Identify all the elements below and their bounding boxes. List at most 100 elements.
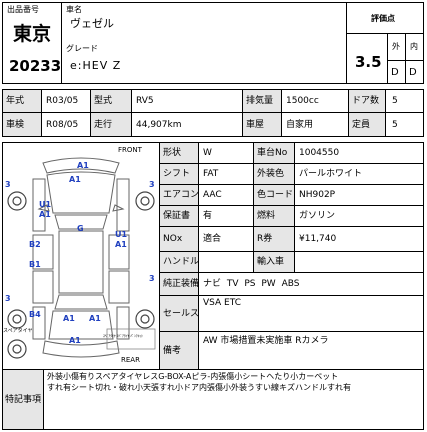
grade-value: e:HEV Z: [70, 59, 122, 72]
year-value: R03/05: [46, 96, 79, 106]
mileage-value: 44,907km: [136, 120, 182, 130]
doors-value: 5: [392, 96, 398, 106]
sales-label-cell: セールス: [159, 295, 199, 332]
ac-value: AAC: [203, 190, 222, 200]
capacity-label-cell: 定員: [348, 112, 386, 137]
shift-label-cell: シフト: [159, 163, 199, 185]
location-cell: 出品番号 東京 20233: [2, 2, 62, 84]
mark-3-top-right: 3: [149, 180, 155, 189]
type-cell: RV5: [131, 89, 243, 113]
year-label: 年式: [6, 96, 25, 106]
handle-label-cell: ハンドル: [159, 251, 199, 273]
year-label-cell: 年式: [2, 89, 42, 113]
mark-a1-rear-right: A1: [89, 314, 101, 323]
ac-label: エアコン: [163, 190, 200, 200]
inspection-cell: R08/05: [41, 112, 91, 137]
color-code-label-cell: 色コード: [253, 184, 295, 206]
usage-label: 車屋: [246, 120, 265, 130]
handle-label: ハンドル: [163, 257, 200, 267]
shape-cell: W: [198, 142, 254, 164]
model-label: 車名: [66, 5, 82, 14]
doors-cell: 5: [385, 89, 424, 113]
interior-label: 内: [410, 42, 418, 51]
interior-grade: D: [409, 67, 417, 78]
mark-a1-front: A1: [69, 175, 81, 184]
equipment-cell: ナビ TV PS PW ABS: [198, 272, 424, 296]
notes-label-cell: 備考: [159, 331, 199, 370]
sales-label: セールス: [163, 309, 200, 319]
tax-label: R券: [257, 234, 273, 244]
import-cell: [294, 251, 424, 273]
usage-label-cell: 車屋: [242, 112, 282, 137]
doors-label: ドア数: [352, 96, 380, 106]
shift-cell: FAT: [198, 163, 254, 185]
mark-b1-left: B1: [29, 260, 41, 269]
tax-label-cell: R券: [253, 226, 295, 252]
mark-u1-left: U1: [39, 200, 52, 209]
fuel-cell: ガソリン: [294, 205, 424, 227]
displacement-cell: 1500cc: [281, 89, 349, 113]
color-code-label: 色コード: [257, 190, 294, 200]
color-label: 外装色: [257, 169, 285, 179]
displacement-label-cell: 排気量: [242, 89, 282, 113]
warranty-label-cell: 保証書: [159, 205, 199, 227]
handle-cell: [198, 251, 254, 273]
color-cell: パールホワイト: [294, 163, 424, 185]
capacity-cell: 5: [385, 112, 424, 137]
mileage-cell: 44,907km: [131, 112, 243, 137]
remarks-line-2: すれ有シート切れ・破れ小天張すれ小ドア内張傷小外装うすい線キズハンドルすれ有: [47, 383, 351, 392]
score-label: 評価点: [371, 14, 395, 23]
nox-label: NOx: [163, 234, 183, 244]
fuel-label: 燃料: [257, 211, 276, 221]
nox-cell: 適合: [198, 226, 254, 252]
chassis-label-cell: 車台No: [253, 142, 295, 164]
color-code-value: NH902P: [299, 190, 336, 200]
chassis-cell: 1004550: [294, 142, 424, 164]
shape-label: 形状: [163, 148, 182, 158]
chassis-value: 1004550: [299, 148, 340, 158]
fuel-label-cell: 燃料: [253, 205, 295, 227]
shift-value: FAT: [203, 169, 219, 179]
fuel-value: ガソリン: [299, 211, 336, 221]
nox-label-cell: NOx: [159, 226, 199, 252]
grade-label: グレード: [66, 44, 98, 53]
year-cell: R03/05: [41, 89, 91, 113]
doors-label-cell: ドア数: [348, 89, 386, 113]
inspection-label-cell: 車検: [2, 112, 42, 137]
capacity-label: 定員: [352, 120, 371, 130]
usage-cell: 自家用: [281, 112, 349, 137]
type-value: RV5: [136, 96, 154, 106]
remarks-line-1: 外装小傷有りスペアタイヤレスG-BOX-Aピラ-内張傷小シートヘたり小カーペット: [47, 372, 339, 381]
shift-label: シフト: [163, 169, 191, 179]
ac-cell: AAC: [198, 184, 254, 206]
mark-a1-rear-left: A1: [63, 314, 75, 323]
exterior-label: 外: [392, 42, 400, 51]
color-label-cell: 外装色: [253, 163, 295, 185]
lot-number: 20233: [9, 57, 62, 75]
legend-text: ｽﾍﾟｱﾀｲﾔ ｽﾍﾟｱﾀｲﾔ ﾊﾟﾝｸｷｯﾄ: [103, 334, 144, 339]
warranty-value: 有: [203, 211, 213, 221]
damage-diagram: FRONT REAR スペアタイヤ ｽﾍﾟｱﾀｲﾔ ｽﾍﾟｱﾀｲﾔ ﾊﾟﾝｸｷｯ…: [2, 142, 160, 370]
mileage-label: 走行: [94, 120, 113, 130]
score-value: 3.5: [355, 53, 382, 71]
rear-label: REAR: [121, 356, 140, 364]
mark-a1-left-front: A1: [39, 210, 51, 219]
import-label: 輸入車: [257, 257, 285, 267]
sales-value: VSA ETC: [203, 298, 241, 308]
tax-cell: ¥11,740: [294, 226, 424, 252]
type-label: 型式: [94, 96, 113, 106]
equipment-value: ナビ TV PS PW ABS: [203, 279, 300, 289]
remarks-label: 特記事項: [5, 395, 42, 405]
sales-cell: VSA ETC: [198, 295, 424, 332]
remarks-label-cell: 特記事項: [2, 369, 44, 430]
mark-b2-left: B2: [29, 240, 41, 249]
warranty-label: 保証書: [163, 211, 191, 221]
shape-value: W: [203, 148, 212, 158]
ac-label-cell: エアコン: [159, 184, 199, 206]
mark-g-roof: G: [77, 224, 84, 233]
warranty-cell: 有: [198, 205, 254, 227]
mark-3-mid-left: 3: [5, 294, 11, 303]
usage-value: 自家用: [286, 120, 314, 130]
color-value: パールホワイト: [299, 169, 363, 179]
nox-value: 適合: [203, 234, 222, 244]
